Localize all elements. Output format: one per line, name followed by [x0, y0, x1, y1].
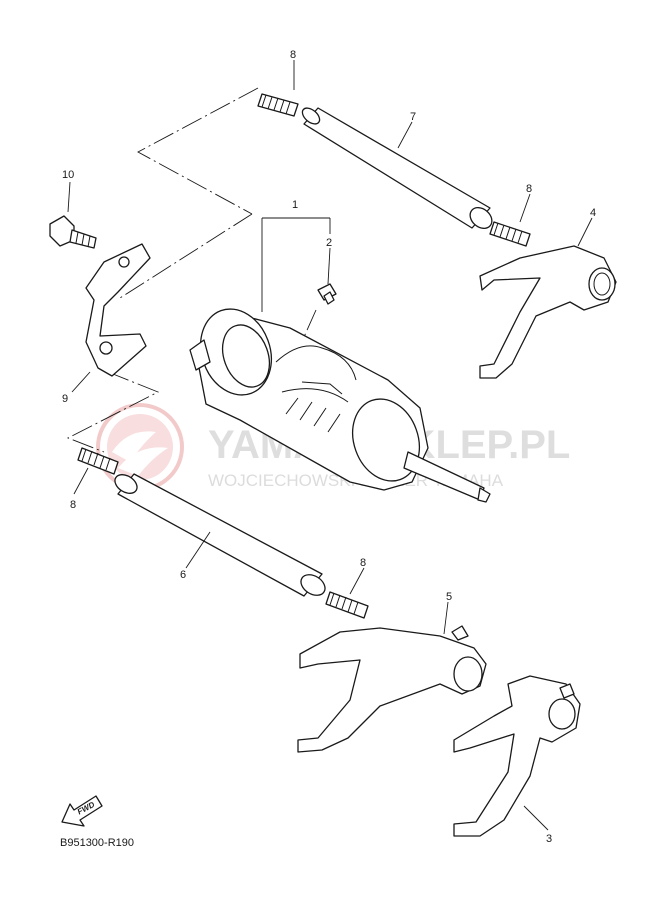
- stopper-plate: [85, 243, 151, 377]
- spring-left-lower: [77, 447, 119, 475]
- callout-8-middle: 8: [360, 557, 366, 569]
- callout-6: 6: [180, 569, 186, 581]
- spring-middle: [325, 591, 369, 619]
- callout-1: 1: [292, 199, 298, 211]
- callout-9: 9: [62, 393, 68, 405]
- shift-rod-upper: [301, 107, 493, 229]
- callout-8-right: 8: [526, 183, 532, 195]
- fwd-arrow-icon: FWD: [61, 795, 103, 827]
- diagram-code: B951300-R190: [60, 837, 134, 849]
- callout-5: 5: [446, 591, 452, 603]
- leader-lines: [67, 60, 593, 831]
- spring-right-upper: [489, 221, 531, 247]
- shift-drum: [189, 308, 491, 503]
- callout-8-left: 8: [70, 499, 76, 511]
- bolt: [49, 215, 97, 249]
- shift-fork-lower: [453, 675, 581, 837]
- callout-7: 7: [410, 111, 416, 123]
- callout-8-top: 8: [290, 49, 296, 61]
- callout-2: 2: [326, 237, 332, 249]
- callout-10: 10: [62, 169, 74, 181]
- callout-3: 3: [546, 833, 552, 845]
- shift-rod-lower: [114, 473, 326, 597]
- watermark-logo: [96, 403, 184, 491]
- shift-fork-middle: [297, 625, 487, 753]
- pin: [317, 283, 337, 305]
- callout-4: 4: [590, 207, 596, 219]
- shift-fork-upper: [479, 245, 617, 379]
- spring-top: [257, 93, 299, 117]
